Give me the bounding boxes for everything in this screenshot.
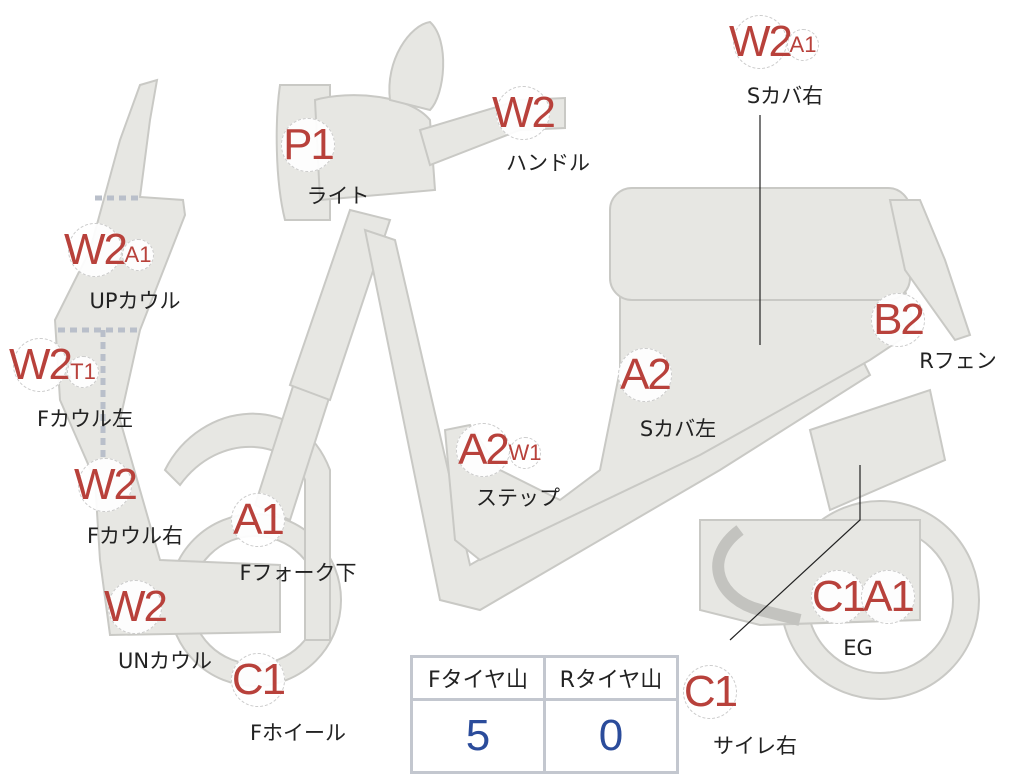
damage-code: B2 xyxy=(871,293,925,347)
damage-code: A2 xyxy=(456,423,510,477)
front-fender xyxy=(163,412,331,641)
steering-tube xyxy=(288,208,392,402)
muffler xyxy=(808,388,947,512)
damage-code: W2 xyxy=(729,15,793,69)
damage-code: C1 xyxy=(683,665,738,719)
part-label: Rフェン xyxy=(919,349,997,373)
damage-code: C1 xyxy=(231,653,286,707)
damage-code: W2 xyxy=(74,458,138,512)
damage-code: A1 xyxy=(122,239,154,271)
damage-code: W1 xyxy=(509,437,542,469)
part-label: ハンドル xyxy=(506,151,590,175)
damage-code: P1 xyxy=(281,118,335,172)
damage-code: W2 xyxy=(64,223,128,277)
damage-code: A2 xyxy=(618,348,672,402)
damage-code: C1 xyxy=(811,570,866,624)
part-label: ステップ xyxy=(476,486,560,510)
main-frame xyxy=(363,228,872,612)
damage-code: W2 xyxy=(104,580,168,634)
damage-code: A1 xyxy=(861,570,915,624)
damage-code: W2 xyxy=(492,86,556,140)
damage-code: T1 xyxy=(67,356,99,388)
mirror xyxy=(388,20,445,112)
damage-code: W2 xyxy=(9,338,73,392)
part-label: サイレ右 xyxy=(713,734,797,758)
part-label: Sカバ左 xyxy=(639,417,717,441)
part-label: EG xyxy=(843,636,873,660)
rear-tire-value: 0 xyxy=(543,698,679,774)
part-label: Fカウル左 xyxy=(36,407,134,431)
part-label: Fフォーク下 xyxy=(239,561,357,585)
rear-tire-header: Rタイヤ山 xyxy=(543,655,679,701)
front-tire-header: Fタイヤ山 xyxy=(410,655,546,701)
part-label: UPカウル xyxy=(89,289,181,313)
damage-code: A1 xyxy=(787,29,819,61)
damage-code: A1 xyxy=(231,493,285,547)
rear-cowl xyxy=(888,199,972,342)
part-label: Fカウル右 xyxy=(86,524,184,548)
part-label: ライト xyxy=(306,184,370,208)
front-tire-value: 5 xyxy=(410,698,546,774)
tire-tread-table: Fタイヤ山 Rタイヤ山 5 0 xyxy=(410,655,679,774)
part-label: Sカバ右 xyxy=(746,84,824,108)
part-label: Fホイール xyxy=(249,721,347,745)
part-label: UNカウル xyxy=(117,649,213,673)
leader-line xyxy=(729,465,861,641)
